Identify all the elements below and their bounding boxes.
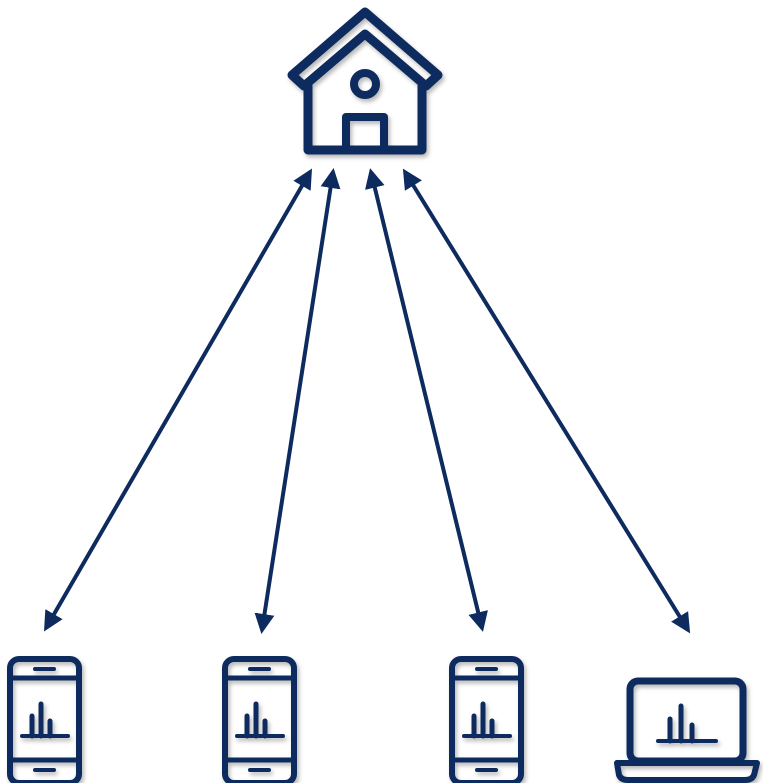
smartphone-icon <box>7 656 82 783</box>
connection-arrow-2 <box>254 168 341 634</box>
bar-chart-icon <box>235 701 285 739</box>
smartphone-icon <box>222 656 297 783</box>
connection-arrow-3 <box>365 168 488 632</box>
bar-chart-icon <box>656 703 718 744</box>
connection-arrow-1 <box>43 168 313 632</box>
bar-chart-icon <box>20 701 70 739</box>
smartphone-icon <box>449 656 524 783</box>
connection-arrow-4 <box>402 168 691 634</box>
laptop-icon <box>614 677 760 783</box>
house-icon <box>287 7 443 155</box>
bar-chart-icon <box>462 701 512 739</box>
connections <box>43 168 691 634</box>
